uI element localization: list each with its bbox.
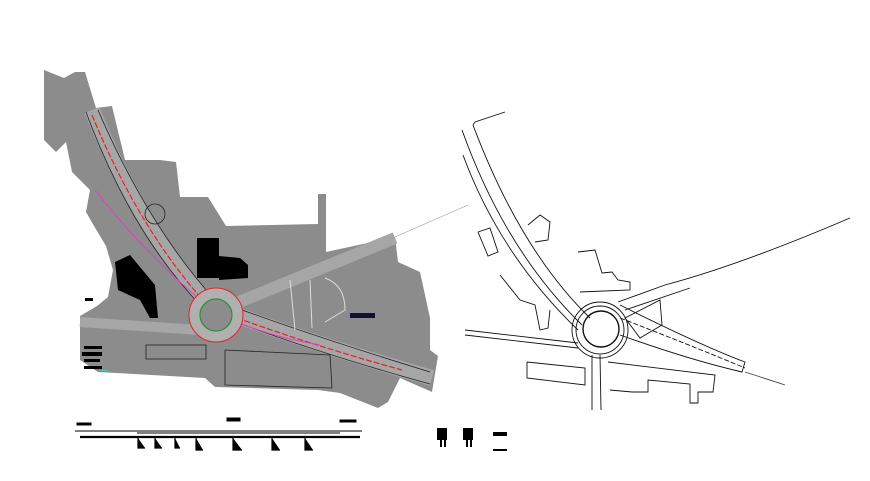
- legend-block: [82, 298, 108, 371]
- rendered-site-plan: [44, 70, 469, 408]
- tie-line: [394, 204, 469, 238]
- outline-site-plan: [461, 111, 851, 411]
- north-road-edge: [461, 129, 583, 326]
- building: [115, 255, 158, 318]
- building-outline: [577, 249, 631, 293]
- building-outline: [607, 361, 716, 404]
- north-boundary: [472, 111, 506, 126]
- parking-outline: [289, 277, 346, 331]
- building: [350, 313, 375, 318]
- building-outline: [144, 203, 166, 225]
- roundabout-ring: [575, 305, 625, 355]
- roundabout-island: [582, 310, 620, 348]
- west-road: [464, 329, 579, 349]
- building-outline: [477, 227, 499, 257]
- north-road-edge: [462, 154, 579, 331]
- building-outline: [526, 361, 586, 386]
- northeast-road: [617, 217, 851, 303]
- building: [197, 238, 219, 278]
- north-road-edge: [472, 124, 591, 319]
- northeast-road: [624, 287, 691, 311]
- east-road-centre: [619, 317, 746, 369]
- profile-piers: [137, 438, 313, 451]
- building-outline: [224, 349, 333, 389]
- island-outline: [624, 299, 663, 339]
- roundabout-outer: [571, 301, 629, 359]
- detail-symbols: [437, 428, 507, 451]
- west-road: [79, 317, 201, 335]
- east-road: [619, 304, 746, 373]
- building-outline: [145, 344, 207, 360]
- building-outline: [527, 214, 551, 243]
- roundabout-island: [199, 298, 233, 332]
- east-road: [229, 232, 398, 311]
- building: [219, 256, 248, 280]
- south-road: [591, 354, 602, 411]
- longitudinal-profile: [75, 417, 362, 451]
- east-boundary: [744, 371, 786, 386]
- building-outline: [499, 274, 551, 331]
